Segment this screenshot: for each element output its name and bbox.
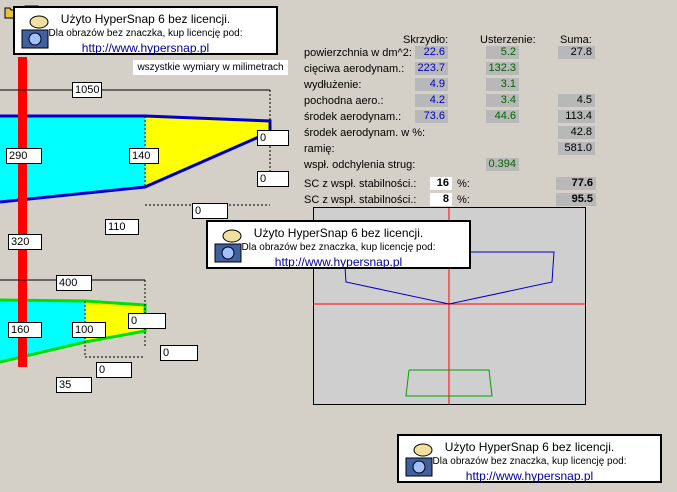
tail-right-b-input[interactable]: 0 (160, 345, 198, 361)
watermark-title: Użyto HyperSnap 6 bez licencji. (60, 12, 231, 26)
row-tail-value: 5.2 (486, 46, 519, 59)
planform-drawing (0, 57, 272, 367)
camera-icon (19, 14, 53, 50)
row-label: ramię: (304, 143, 335, 155)
row-tail-value: 3.1 (486, 78, 519, 91)
row-tail-value: 3.4 (486, 94, 519, 107)
watermark-url: http://www.hypersnap.pl (274, 255, 403, 269)
tip-offset-input[interactable]: 110 (105, 219, 139, 235)
sc2-value: 8 (430, 193, 452, 206)
watermark-top: Użyto HyperSnap 6 bez licencji. Dla obra… (13, 6, 278, 55)
row-wing-value: 223.7 (415, 62, 448, 75)
sc2-result: 95.5 (556, 193, 596, 206)
drawing-panel: wszystkie wymiary w milimetrach 1050 290… (0, 57, 291, 395)
row-tail-value: 132.3 (486, 62, 519, 75)
watermark-title: Użyto HyperSnap 6 bez licencji. (444, 440, 615, 454)
row-wing-value: 4.9 (415, 78, 448, 91)
camera-icon (212, 228, 246, 264)
row-tail-value: 0.394 (486, 158, 519, 171)
row-sum-value: 4.5 (558, 94, 595, 107)
watermark-subtitle: Dla obrazów bez znaczka, kup licencję po… (432, 456, 627, 467)
row-label: pochodna aero.: (304, 95, 384, 107)
watermark-bottom: Użyto HyperSnap 6 bez licencji. Dla obra… (397, 434, 662, 483)
sc1-unit: %: (457, 178, 470, 190)
row-wing-value: 22.6 (415, 46, 448, 59)
row-label: środek aerodynam. w %: (304, 127, 426, 139)
row-label: cięciwa aerodynam.: (304, 63, 405, 75)
row-sum-value: 113.4 (558, 110, 595, 123)
row-label: środek aerodynam.: (304, 111, 402, 123)
watermark-url: http://www.hypersnap.pl (81, 41, 210, 55)
spacing-input[interactable]: 320 (8, 234, 42, 250)
watermark-subtitle: Dla obrazów bez znaczka, kup licencję po… (241, 242, 436, 253)
watermark-title: Użyto HyperSnap 6 bez licencji. (253, 226, 424, 240)
sweep-offset-input[interactable]: 0 (192, 203, 228, 219)
right-a-input[interactable]: 0 (257, 130, 289, 146)
watermark-url: http://www.hypersnap.pl (465, 469, 594, 483)
row-label: powierzchnia w dm^2: (304, 47, 412, 59)
tail-offset-input[interactable]: 35 (56, 377, 92, 393)
sc1-value: 16 (430, 177, 452, 190)
units-note: wszystkie wymiary w milimetrach (133, 60, 288, 75)
row-sum-value: 581.0 (558, 142, 595, 155)
header-sum: Suma: (560, 34, 592, 46)
tail-root-input[interactable]: 160 (8, 322, 42, 338)
watermark-middle: Użyto HyperSnap 6 bez licencji. Dla obra… (206, 220, 471, 269)
row-label: wspł. odchylenia strug: (304, 159, 416, 171)
root-chord-input[interactable]: 290 (6, 148, 42, 164)
sc2-label: SC z wspł. stabilności.: (304, 194, 417, 206)
span-input[interactable]: 1050 (72, 82, 103, 98)
sc1-result: 77.6 (556, 177, 596, 190)
watermark-subtitle: Dla obrazów bez znaczka, kup licencję po… (48, 28, 243, 39)
tip-chord-input[interactable]: 140 (129, 148, 159, 164)
tail-sweep-input[interactable]: 0 (96, 362, 132, 378)
sc2-unit: %: (457, 194, 470, 206)
row-sum-value: 27.8 (558, 46, 595, 59)
sc1-label: SC z wspł. stabilności.: (304, 178, 417, 190)
row-wing-value: 4.2 (415, 94, 448, 107)
row-tail-value: 44.6 (486, 110, 519, 123)
row-wing-value: 73.6 (415, 110, 448, 123)
tail-span-input[interactable]: 400 (56, 275, 92, 291)
right-b-input[interactable]: 0 (257, 171, 289, 187)
row-sum-value: 42.8 (558, 126, 595, 139)
header-wing: Skrzydło: (403, 34, 449, 46)
camera-icon (403, 442, 437, 478)
tail-right-a-input[interactable]: 0 (128, 313, 166, 329)
row-label: wydłużenie: (304, 79, 362, 91)
tail-tip-input[interactable]: 100 (72, 322, 106, 338)
header-tail: Usterzenie: (480, 34, 536, 46)
